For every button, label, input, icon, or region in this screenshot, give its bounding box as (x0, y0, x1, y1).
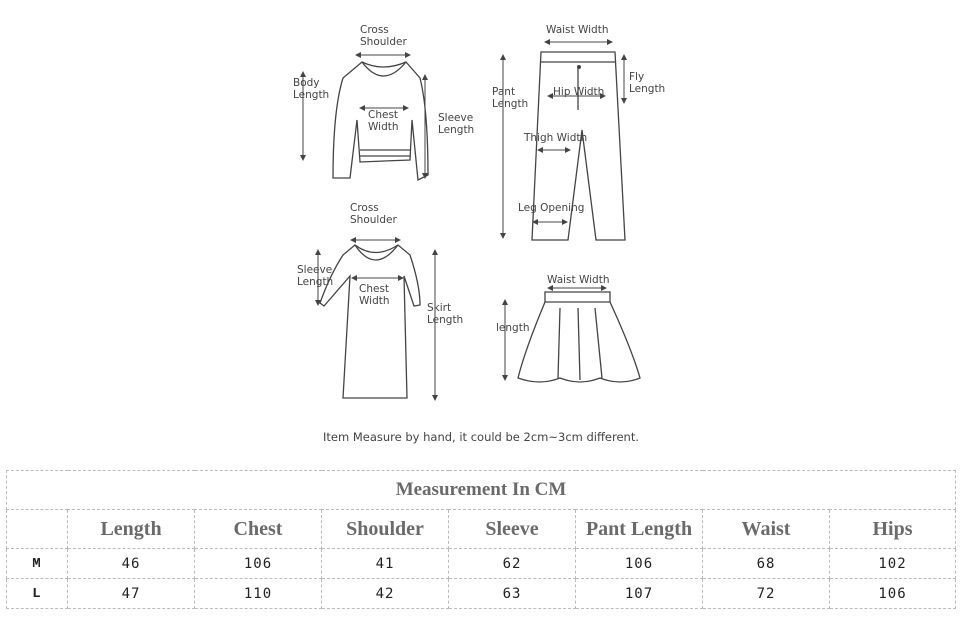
pants-illustration (500, 39, 627, 241)
header-hips: Hips (829, 509, 956, 549)
size-table: Measurement In CM Length Chest Shoulder … (6, 470, 956, 609)
header-waist: Waist (702, 509, 830, 549)
cell-sleeve: 62 (448, 548, 576, 579)
cell-waist: 68 (702, 548, 830, 579)
header-shoulder: Shoulder (321, 509, 449, 549)
header-chest: Chest (194, 509, 322, 549)
size-label: M (6, 548, 68, 579)
cell-sleeve: 63 (448, 578, 576, 609)
pants-waist-width-label: Waist Width (546, 24, 609, 36)
cell-length: 47 (67, 578, 195, 609)
skirt-waist-width-label: Waist Width (547, 274, 610, 286)
size-label: L (6, 578, 68, 609)
hip-width-label: Hip Width (553, 86, 604, 98)
cell-chest: 106 (194, 548, 322, 579)
header-empty (6, 509, 68, 549)
header-pant-length: Pant Length (575, 509, 703, 549)
cell-waist: 72 (702, 578, 830, 609)
leg-opening-label: Leg Opening (518, 202, 584, 214)
table-title: Measurement In CM (6, 470, 956, 510)
skirt-length-label-small: length (496, 322, 529, 334)
skirt-illustration (502, 285, 641, 383)
dress-illustration (315, 237, 438, 401)
header-length: Length (67, 509, 195, 549)
table-row: M 46 106 41 62 106 68 102 (6, 548, 956, 579)
measurement-note: Item Measure by hand, it could be 2cm~3c… (322, 430, 640, 444)
cell-chest: 110 (194, 578, 322, 609)
cell-shoulder: 41 (321, 548, 449, 579)
sweater-illustration (300, 52, 429, 182)
cell-length: 46 (67, 548, 195, 579)
table-header-row: Length Chest Shoulder Sleeve Pant Length… (6, 509, 956, 549)
thigh-width-label: Thigh Width (523, 132, 587, 144)
header-sleeve: Sleeve (448, 509, 576, 549)
cell-shoulder: 42 (321, 578, 449, 609)
table-row: L 47 110 42 63 107 72 106 (6, 578, 956, 609)
cell-pant-length: 107 (575, 578, 703, 609)
cell-hips: 106 (829, 578, 956, 609)
cell-hips: 102 (829, 548, 956, 579)
cell-pant-length: 106 (575, 548, 703, 579)
